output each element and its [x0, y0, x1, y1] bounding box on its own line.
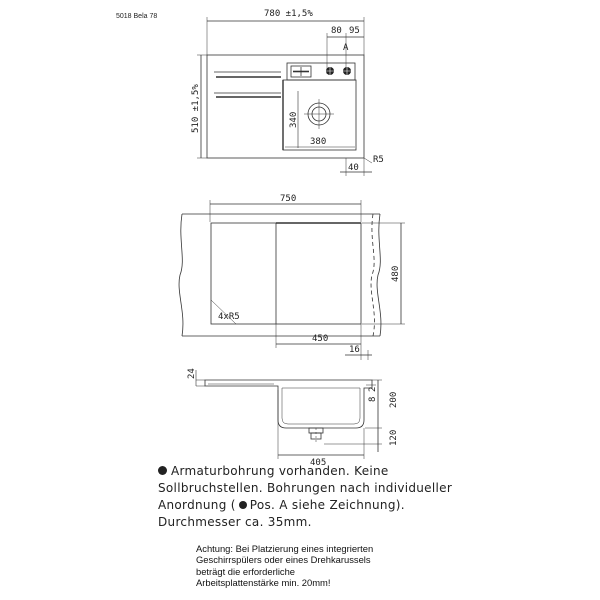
- offset-16-label: 16: [349, 345, 360, 355]
- note-line-4: Durchmesser ca. 35mm.: [158, 515, 312, 529]
- position-dot-icon: [238, 501, 247, 509]
- bottom-width-label: 405: [310, 458, 326, 468]
- worktop-break-right: [376, 213, 382, 337]
- thickness-label: 24: [187, 368, 197, 379]
- cutout-view: [178, 200, 405, 360]
- edge-offset-label: 40: [348, 163, 359, 173]
- note-line-1: Armaturbohrung vorhanden. Keine: [171, 464, 389, 478]
- overflow-icon: [290, 65, 312, 78]
- note-line-2: Sollbruchstellen. Bohrungen nach individ…: [158, 481, 453, 495]
- tap-hole-note: Armaturbohrung vorhanden. Keine Sollbruc…: [158, 463, 458, 531]
- warning-line-2: Geschirrspülers oder eines Drehkarussels: [196, 554, 371, 566]
- offset-95-label: 95: [349, 26, 360, 36]
- model-label: 5018 Bela 78: [116, 13, 157, 20]
- tap-deck: [286, 62, 356, 81]
- depth-200-label: 200: [389, 392, 399, 408]
- inner-depth-label: 8: [368, 397, 378, 402]
- warning-line-1: Achtung: Bei Platzierung eines integrier…: [196, 543, 374, 554]
- worktop-break-left: [178, 213, 184, 337]
- width-780-label: 780 ±1,5%: [264, 9, 313, 19]
- cutout-width-label: 750: [280, 194, 296, 204]
- fold-label: 2: [368, 387, 378, 392]
- warning-line-3: beträgt die erforderliche: [196, 565, 296, 577]
- labels: 5018 Bela 78 780 ±1,5% 80 95 A 510 ±1,5%…: [116, 9, 401, 468]
- sink-outline: [206, 54, 365, 159]
- note-line-3a: Anordnung (: [158, 498, 236, 512]
- cutout-outline: [210, 222, 362, 325]
- corner-radius-label: 4xR5: [218, 312, 240, 322]
- top-view: [197, 17, 373, 176]
- position-a-label: A: [343, 43, 349, 53]
- warning-line-4: Arbeitsplattenstärke min. 20mm!: [196, 577, 331, 589]
- warning-note: Achtung: Bei Platzierung eines integrier…: [196, 543, 416, 589]
- bullet-dot-icon: [158, 466, 167, 475]
- section-view: [195, 370, 382, 459]
- note-line-3b: Pos. A siehe Zeichnung).: [249, 498, 405, 512]
- offset-80-label: 80: [331, 26, 342, 36]
- sink-section-body: [204, 379, 373, 429]
- bowl-height-label: 340: [289, 112, 299, 128]
- tap-holes: [324, 65, 353, 77]
- radius-label: R5: [373, 155, 384, 165]
- height-510-label: 510 ±1,5%: [191, 84, 201, 133]
- bowl-cut-width-label: 450: [312, 334, 328, 344]
- bowl-width-label: 380: [310, 137, 326, 147]
- cutout-height-label: 480: [391, 266, 401, 282]
- drain-height-label: 120: [389, 430, 399, 446]
